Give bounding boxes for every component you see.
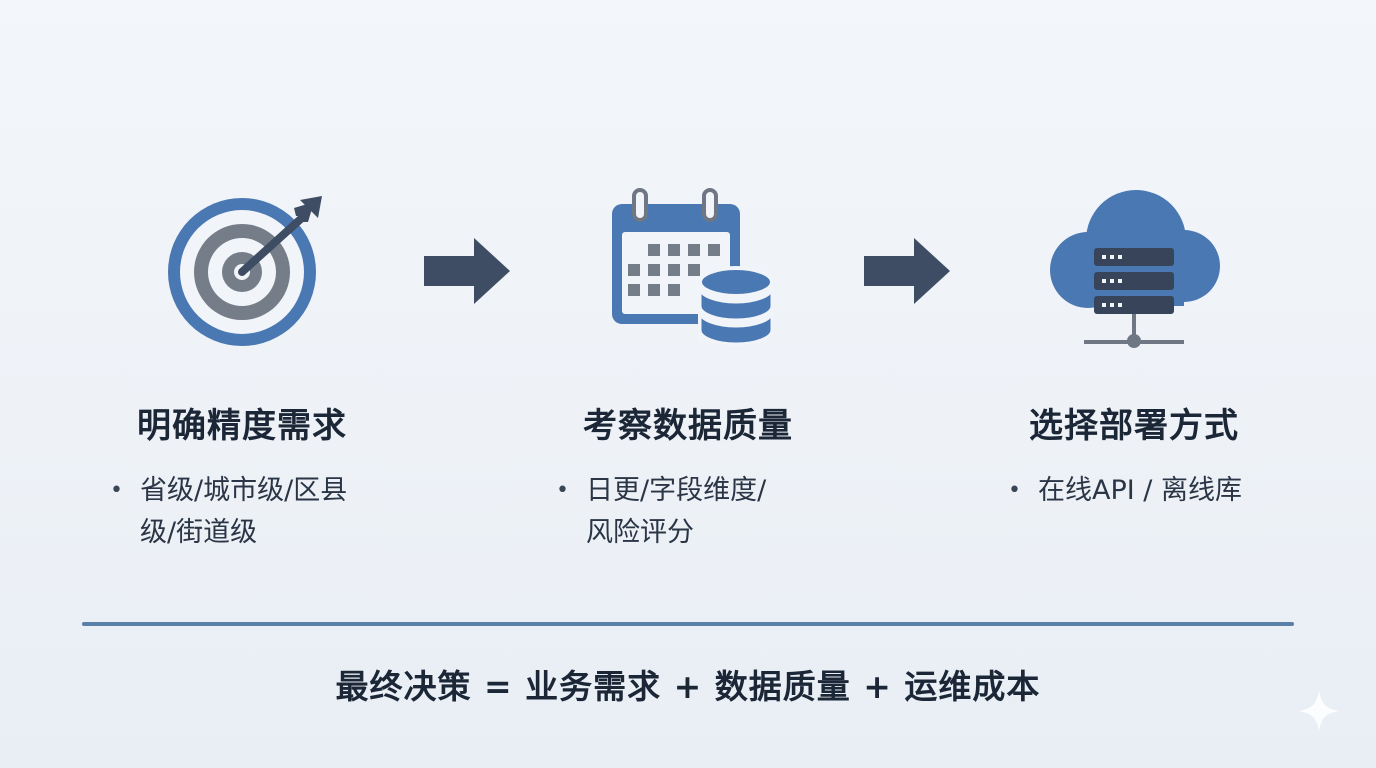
step-title: 明确精度需求 (137, 406, 347, 446)
target-icon (154, 188, 334, 358)
decision-formula: 最终决策 = 业务需求 + 数据质量 + 运维成本 (335, 667, 1041, 706)
bullet-dot: • (556, 478, 569, 503)
bullet-dot: • (1008, 478, 1021, 503)
bullet-text-line-1: 日更/字段维度/ (586, 475, 767, 506)
bullet-text-line-2: 级/街道级 (140, 517, 258, 548)
cloud-server-icon (1046, 188, 1226, 358)
step-title: 选择部署方式 (1029, 406, 1239, 446)
step-title: 考察数据质量 (583, 406, 793, 446)
bullet-text-line-2: 风险评分 (586, 517, 694, 548)
bullet-text-line-1: 省级/城市级/区县 (140, 475, 348, 506)
bullet-dot: • (110, 478, 123, 503)
divider-line (82, 622, 1294, 626)
bullet-text-line-1: 在线API / 离线库 (1038, 475, 1242, 506)
sparkle-icon (1296, 688, 1342, 734)
arrow-right-icon (424, 236, 514, 306)
calendar-database-icon (608, 188, 788, 358)
arrow-right-icon (864, 236, 954, 306)
